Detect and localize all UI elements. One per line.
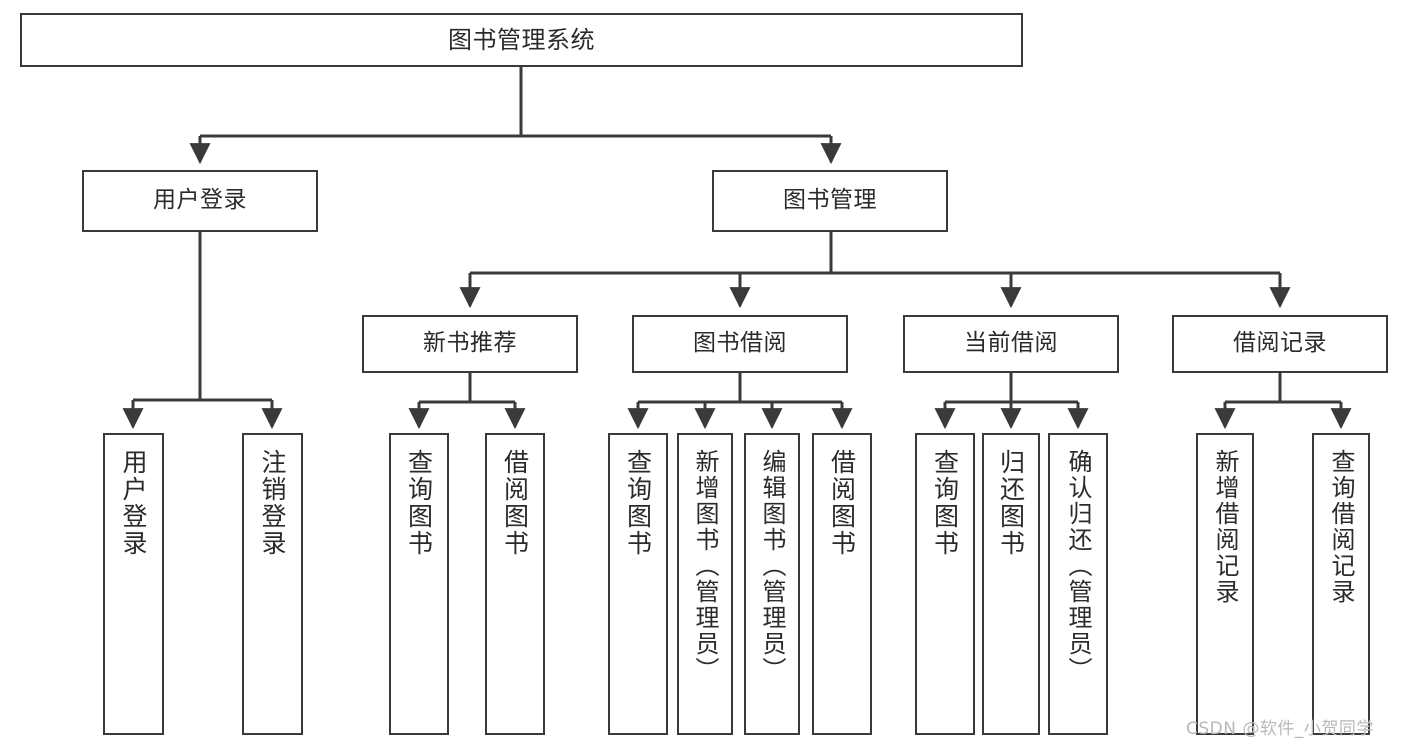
node-label: 借阅图书 <box>827 449 857 557</box>
node-label: 用户登录 <box>153 187 247 214</box>
node-label: 查询图书 <box>930 449 960 557</box>
node-label: 新书推荐 <box>423 330 517 357</box>
node-book-borrow[interactable]: 图书借阅 <box>632 315 848 373</box>
node-label: 归还图书 <box>996 449 1026 557</box>
node-root-book-management-system[interactable]: 图书管理系统 <box>20 13 1023 67</box>
node-label: 查询借阅记录 <box>1327 449 1355 605</box>
node-book-management[interactable]: 图书管理 <box>712 170 948 232</box>
node-user-login[interactable]: 用户登录 <box>82 170 318 232</box>
node-label: 编辑图书（管理员） <box>758 449 786 683</box>
leaf-borrow-borrow-book[interactable]: 借阅图书 <box>812 433 872 735</box>
node-label: 图书管理系统 <box>448 25 595 54</box>
node-new-book-recommend[interactable]: 新书推荐 <box>362 315 578 373</box>
node-label: 注销登录 <box>258 449 287 557</box>
node-label: 新增借阅记录 <box>1211 449 1239 605</box>
watermark: CSDN @软件_小贺同学 <box>1186 719 1374 739</box>
leaf-borrow-edit-book-admin[interactable]: 编辑图书（管理员） <box>744 433 800 735</box>
leaf-current-query-book[interactable]: 查询图书 <box>915 433 975 735</box>
node-label: 图书管理 <box>783 187 877 214</box>
node-label: 用户登录 <box>119 449 148 557</box>
leaf-record-add-borrow-record[interactable]: 新增借阅记录 <box>1196 433 1254 735</box>
node-label: 借阅记录 <box>1233 330 1327 357</box>
leaf-user-login[interactable]: 用户登录 <box>103 433 164 735</box>
leaf-recommend-query-book[interactable]: 查询图书 <box>389 433 449 735</box>
node-label: 借阅图书 <box>500 449 530 557</box>
leaf-record-query-borrow-record[interactable]: 查询借阅记录 <box>1312 433 1370 735</box>
node-label: 查询图书 <box>623 449 653 557</box>
leaf-user-logout[interactable]: 注销登录 <box>242 433 303 735</box>
node-label: 查询图书 <box>404 449 434 557</box>
node-label: 图书借阅 <box>693 330 787 357</box>
leaf-borrow-query-book[interactable]: 查询图书 <box>608 433 668 735</box>
node-borrow-record[interactable]: 借阅记录 <box>1172 315 1388 373</box>
leaf-recommend-borrow-book[interactable]: 借阅图书 <box>485 433 545 735</box>
node-current-borrow[interactable]: 当前借阅 <box>903 315 1119 373</box>
leaf-current-return-book[interactable]: 归还图书 <box>982 433 1040 735</box>
node-label: 新增图书（管理员） <box>691 449 719 683</box>
leaf-current-confirm-return-admin[interactable]: 确认归还（管理员） <box>1048 433 1108 735</box>
node-label: 当前借阅 <box>964 330 1058 357</box>
leaf-borrow-add-book-admin[interactable]: 新增图书（管理员） <box>677 433 733 735</box>
node-label: 确认归还（管理员） <box>1064 449 1092 683</box>
